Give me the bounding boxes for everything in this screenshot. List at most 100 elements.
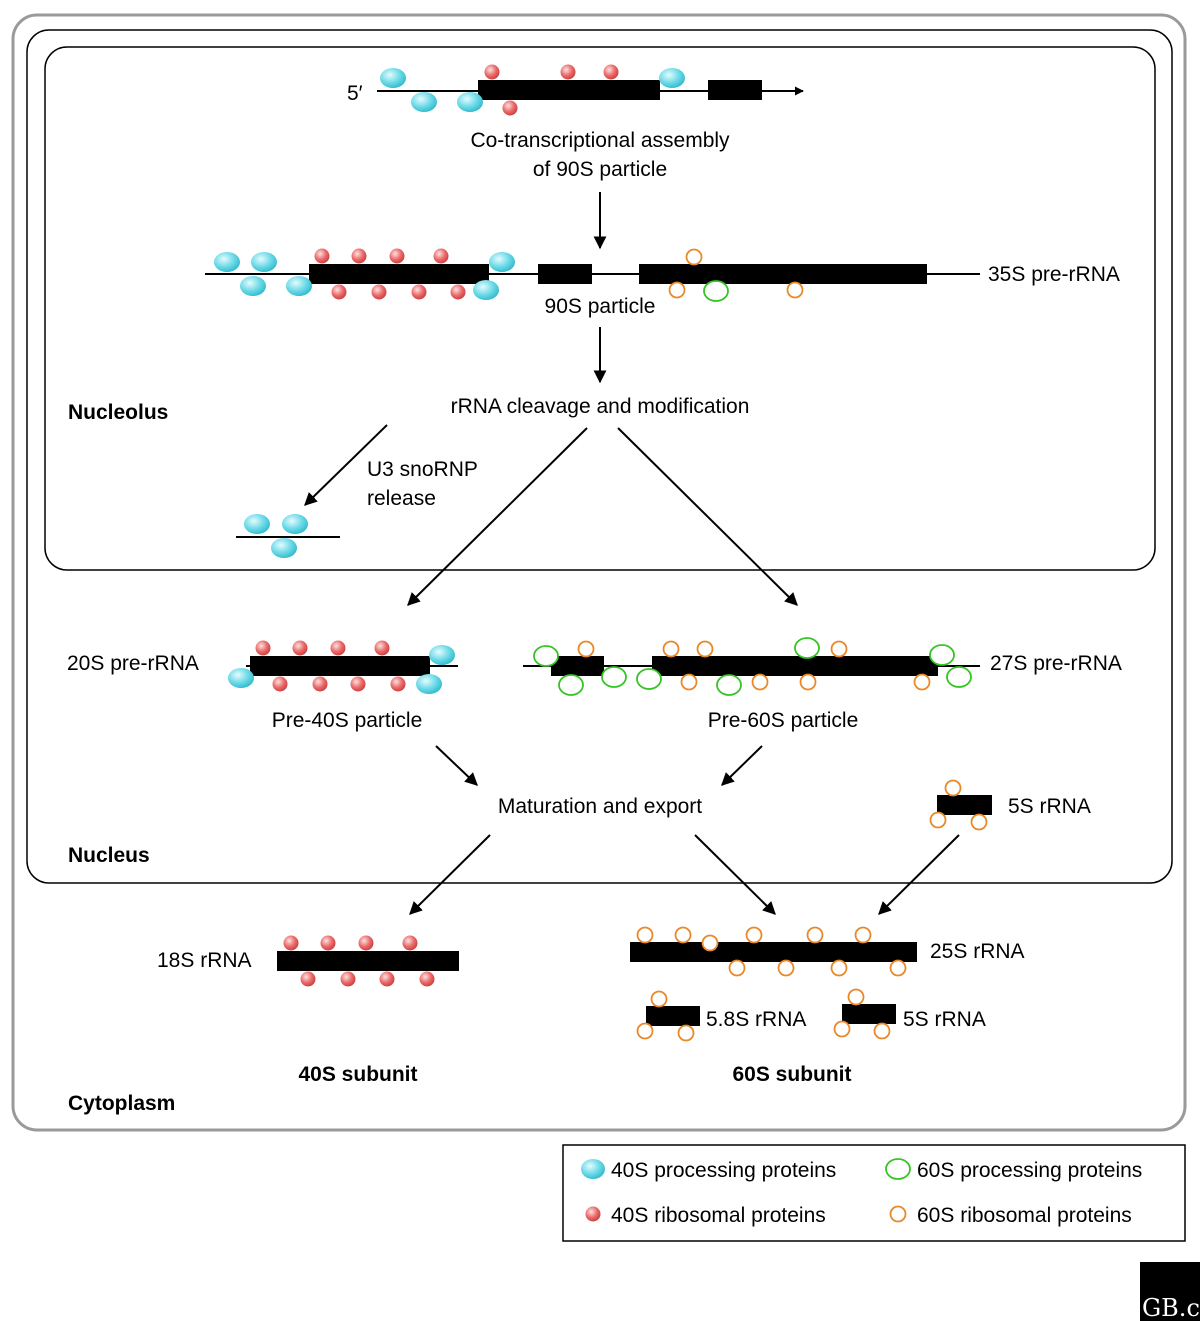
- rrna-58s-label: 5.8S rRNA: [706, 1008, 806, 1031]
- pre-rrna-27s-label: 27S pre-rRNA: [990, 652, 1122, 675]
- ribosomal-60s-protein: [889, 959, 907, 977]
- processing-60s-protein: [558, 674, 584, 696]
- legend-ribosomal-40s-label: 40S ribosomal proteins: [611, 1204, 826, 1227]
- rrna-25s-label: 25S rRNA: [930, 940, 1025, 963]
- legend-ribosomal-40s-swatch: [585, 1206, 601, 1222]
- rrna-5s-nucleus-label: 5S rRNA: [1008, 795, 1091, 818]
- ribosomal-40s-protein: [390, 676, 406, 692]
- pre-rrna-35s-label: 35S pre-rRNA: [988, 263, 1120, 286]
- processing-60s-protein: [636, 668, 662, 690]
- particle-90s-label: 90S particle: [545, 295, 656, 318]
- processing-40s-protein: [240, 276, 266, 296]
- ribosomal-40s-protein: [560, 64, 576, 80]
- pre60s-label: Pre-60S particle: [708, 709, 859, 732]
- processing-40s-protein: [489, 252, 515, 272]
- rrna-5s-cytoplasm-label: 5S rRNA: [903, 1008, 986, 1031]
- processing-40s-protein: [282, 514, 308, 534]
- ribosomal-60s-protein: [674, 926, 692, 944]
- ribosomal-60s-protein: [636, 1022, 654, 1040]
- processing-40s-protein: [380, 68, 406, 88]
- ribosomal-40s-protein: [379, 971, 395, 987]
- ribosomal-60s-protein: [668, 281, 686, 299]
- ribosomal-40s-protein: [330, 640, 346, 656]
- ribosomal-40s-protein: [272, 676, 288, 692]
- ribosomal-40s-protein: [283, 935, 299, 951]
- publisher-logo: GB.c: [1140, 1262, 1200, 1321]
- processing-60s-protein: [794, 637, 820, 659]
- processing-60s-protein: [703, 280, 729, 302]
- rna-segment: [309, 264, 489, 284]
- ribosomal-60s-protein: [786, 281, 804, 299]
- ribosomal-60s-protein: [685, 248, 703, 266]
- legend-box: [562, 1144, 1186, 1242]
- ribosomal-60s-protein: [745, 926, 763, 944]
- subunit-40s-complex: [277, 935, 459, 987]
- rna-segment: [639, 264, 927, 284]
- rrna-18s-label: 18S rRNA: [157, 949, 252, 972]
- pre60s-particle: [523, 637, 980, 696]
- rna-segment: [551, 656, 604, 676]
- rna-segment: [937, 795, 992, 815]
- processing-40s-protein: [429, 645, 455, 665]
- ribosomal-60s-protein: [854, 926, 872, 944]
- legend-processing-60s-swatch: [885, 1158, 911, 1180]
- legend: 40S processing proteins 60S processing p…: [562, 1144, 1186, 1242]
- ribosomal-40s-protein: [389, 248, 405, 264]
- arrow-u3-release: [304, 424, 388, 506]
- cotranscription-label-line2: of 90S particle: [533, 158, 667, 181]
- ribosomal-60s-protein: [728, 959, 746, 977]
- ribosomal-40s-protein: [350, 676, 366, 692]
- arrow-pre60s-to-maturation: [721, 745, 763, 786]
- processing-40s-protein: [271, 538, 297, 558]
- processing-40s-protein: [411, 92, 437, 112]
- ribosomal-40s-protein: [603, 64, 619, 80]
- ribosomal-60s-protein: [830, 959, 848, 977]
- ribosomal-60s-protein: [944, 779, 962, 797]
- nucleus-frame: [26, 29, 1173, 884]
- legend-processing-60s-label: 60S processing proteins: [917, 1159, 1142, 1182]
- processing-40s-protein: [659, 68, 685, 88]
- ribosomal-40s-protein: [371, 284, 387, 300]
- rrna-5s-cytoplasm-complex: [833, 988, 896, 1040]
- ribosomal-40s-protein: [292, 640, 308, 656]
- ribosomal-40s-protein: [358, 935, 374, 951]
- ribosomal-40s-protein: [502, 100, 518, 116]
- rna-segment: [250, 656, 430, 676]
- processing-40s-protein: [457, 92, 483, 112]
- ribosomal-60s-protein: [806, 926, 824, 944]
- rna-segment: [652, 656, 938, 676]
- arrow-5s-to-60s-subunit: [878, 834, 960, 915]
- ribosomal-60s-protein: [577, 640, 595, 658]
- nucleolus-frame: [44, 46, 1156, 571]
- cleavage-label: rRNA cleavage and modification: [451, 395, 750, 418]
- nucleolus-label: Nucleolus: [68, 401, 168, 424]
- rna-segment: [538, 264, 592, 284]
- nascent-transcript: 5′: [347, 64, 804, 116]
- ribosomal-40s-protein: [433, 248, 449, 264]
- rrna-5s-nucleus-complex: [929, 779, 992, 831]
- ribosomal-60s-protein: [913, 673, 931, 691]
- ribosomal-40s-protein: [351, 248, 367, 264]
- arrow-pre40s-to-maturation: [435, 745, 478, 786]
- arrow-to-pre40s: [407, 427, 588, 606]
- rna-segment: [630, 942, 917, 962]
- processing-40s-protein: [228, 668, 254, 688]
- nucleus-label: Nucleus: [68, 844, 150, 867]
- ribosomal-40s-protein: [312, 676, 328, 692]
- ribosomal-40s-protein: [484, 64, 500, 80]
- processing-40s-protein: [473, 280, 499, 300]
- cytoplasm-frame: [11, 13, 1187, 1132]
- processing-60s-protein: [533, 645, 559, 667]
- cotranscription-label-line1: Co-transcriptional assembly: [470, 129, 730, 152]
- rna-segment: [478, 80, 660, 100]
- ribosomal-60s-protein: [777, 959, 795, 977]
- arrow-to-pre60s: [617, 427, 798, 606]
- ribosomal-60s-protein: [847, 988, 865, 1006]
- pre40s-label: Pre-40S particle: [272, 709, 423, 732]
- rna-segment: [708, 80, 762, 100]
- rna-segment: [277, 951, 459, 971]
- ribosomal-40s-protein: [255, 640, 271, 656]
- ribosomal-40s-protein: [374, 640, 390, 656]
- processing-40s-protein: [286, 276, 312, 296]
- ribosomal-60s-protein: [696, 640, 714, 658]
